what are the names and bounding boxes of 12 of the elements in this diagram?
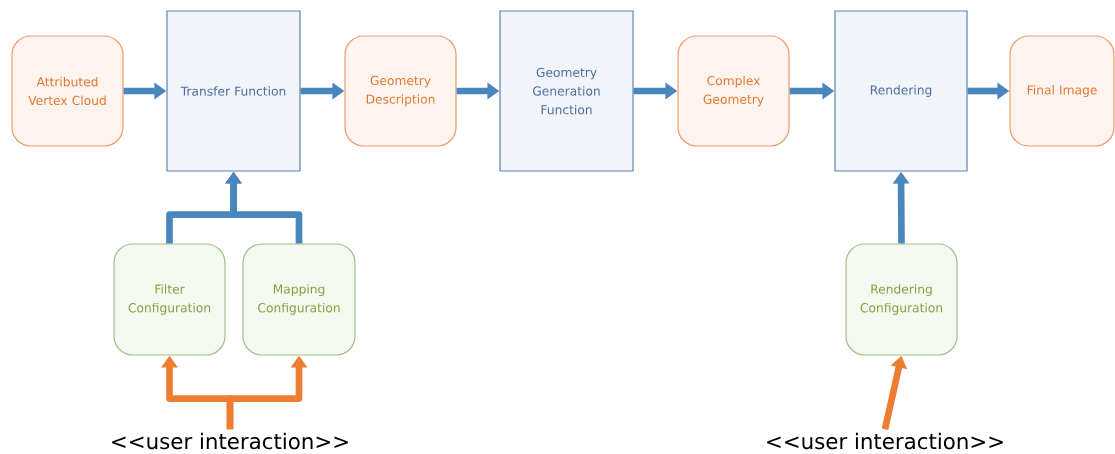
process-box: Complex Geometry — [677, 35, 790, 147]
function-box: Rendering — [834, 10, 968, 172]
process-box: Final Image — [1009, 35, 1115, 147]
configuration-box: Rendering Configuration — [845, 243, 958, 356]
interaction-label: <<user interaction>> — [112, 432, 348, 450]
configuration-box: Mapping Configuration — [242, 243, 356, 356]
interaction-label: <<user interaction>> — [767, 432, 1003, 450]
process-box: Geometry Description — [344, 35, 457, 147]
function-box: Geometry Generation Function — [499, 10, 634, 172]
function-box: Transfer Function — [166, 10, 301, 172]
configuration-box: Filter Configuration — [113, 243, 226, 356]
process-box: Attributed Vertex Cloud — [11, 35, 124, 147]
